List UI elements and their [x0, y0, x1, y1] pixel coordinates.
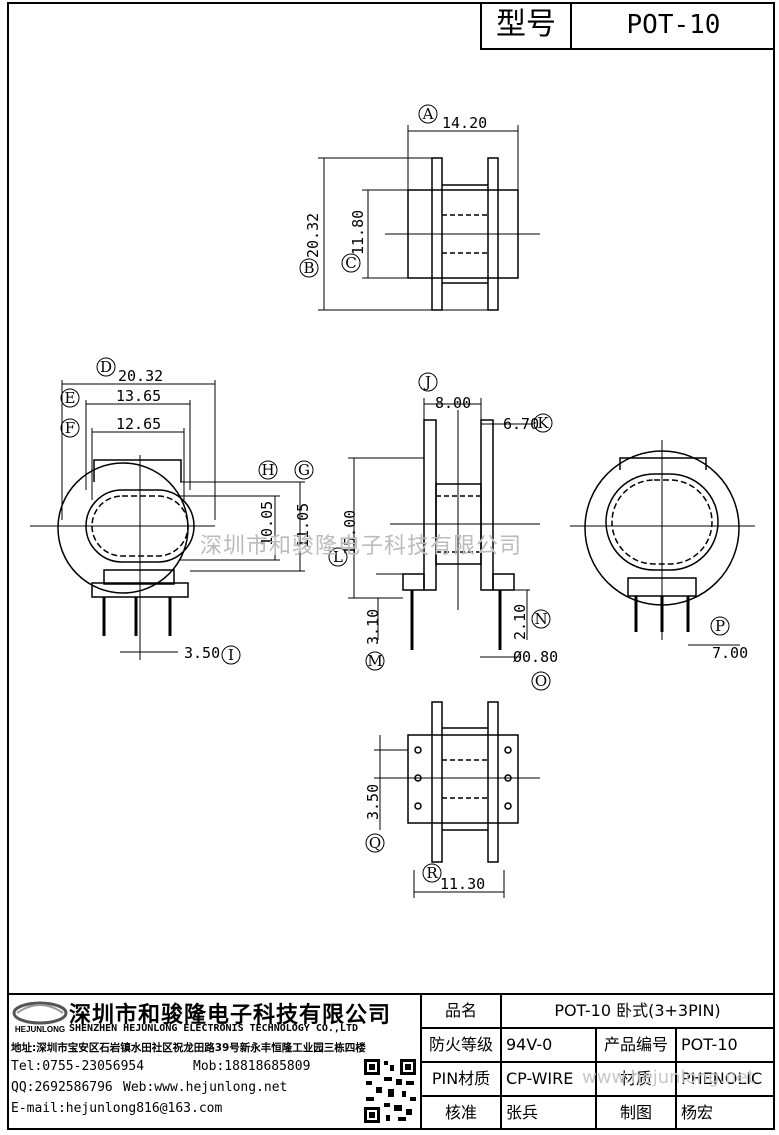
dim-L: 15.00 — [341, 510, 359, 555]
technical-drawing: 14.20 20.32 11.80 20.32 13.65 12.65 11.0… — [30, 104, 755, 898]
company-info: HEJUNLONG 深圳市和骏隆电子科技有限公司 SHENZHEN HEJUNL… — [7, 995, 422, 1130]
label-Q: Q — [369, 834, 381, 852]
dim-C: 11.80 — [349, 210, 367, 255]
watermark: 深圳市和骏隆电子科技有限公司 — [200, 534, 523, 559]
label-F: F — [65, 419, 75, 437]
label-R: R — [426, 864, 438, 882]
dim-F: 12.65 — [116, 415, 161, 433]
model-box: 型号 POT-10 — [480, 2, 775, 50]
logo-text: HEJUNLONG — [15, 1025, 65, 1034]
label-C: C — [345, 254, 356, 272]
company-mobile: Mob:18818685809 — [193, 1059, 311, 1074]
side-view — [348, 398, 540, 658]
dim-D: 20.32 — [118, 367, 163, 385]
fire-rating-value: 94V-0 — [502, 1029, 597, 1063]
dim-J: 8.00 — [435, 394, 471, 412]
dim-E: 13.65 — [116, 387, 161, 405]
label-G: G — [298, 461, 310, 479]
model-label: 型号 — [482, 2, 572, 48]
product-name-label: 品名 — [422, 995, 502, 1029]
approve-value: 张兵 — [502, 1097, 597, 1130]
drawing-frame — [7, 2, 775, 1130]
label-H: H — [261, 461, 274, 479]
company-address: 地址:深圳市宝安区石岩镇水田社区祝龙田路39号新永丰恒隆工业园三栋四楼 — [11, 1042, 366, 1054]
dim-N: 2.10 — [511, 604, 529, 640]
dim-O: Ø0.80 — [513, 648, 558, 666]
label-M: M — [367, 652, 382, 670]
spec-table: 品名 POT-10 卧式(3+3PIN) 防火等级 94V-0 产品编号 POT… — [422, 995, 773, 1130]
top-view — [318, 125, 540, 311]
label-J: J — [423, 373, 431, 391]
company-tel: Tel:0755-23056954 — [11, 1059, 145, 1074]
dim-M: 3.10 — [364, 609, 382, 645]
model-value: POT-10 — [626, 10, 721, 40]
label-O: O — [535, 672, 547, 690]
bottom-view — [374, 701, 540, 898]
product-code-value: POT-10 — [677, 1029, 773, 1063]
label-B: B — [303, 259, 314, 277]
dim-A: 14.20 — [442, 114, 487, 132]
company-name-en: SHENZHEN HEJUNLONG ELECTRONIS TECHNOLOGY… — [69, 1023, 358, 1034]
label-L: L — [333, 548, 343, 566]
material-value: PHENOLIC — [677, 1063, 773, 1097]
product-name-value: POT-10 卧式(3+3PIN) — [502, 995, 773, 1029]
label-D: D — [100, 358, 112, 376]
material-label: 材质 — [597, 1063, 677, 1097]
drawn-by-value: 杨宏 — [681, 1103, 714, 1122]
label-A: A — [422, 105, 434, 123]
drawn-by-label: 制图 — [597, 1097, 677, 1130]
company-qq: QQ:2692586796 — [11, 1080, 113, 1095]
label-I: I — [228, 646, 234, 664]
front-view-right — [570, 440, 755, 646]
site-watermark: www.hejunlong.net — [582, 1067, 755, 1088]
company-logo: HEJUNLONG — [12, 1001, 68, 1034]
fire-rating-label: 防火等级 — [422, 1029, 502, 1063]
label-K: K — [537, 414, 549, 432]
qr-code — [362, 1057, 418, 1125]
front-view-left — [30, 380, 305, 660]
dim-K: 6.70 — [503, 415, 539, 433]
label-E: E — [65, 389, 76, 407]
dim-Q: 3.50 — [364, 784, 382, 820]
dim-H: 10.05 — [258, 501, 276, 546]
pin-material-value: CP-WIRE — [502, 1063, 597, 1097]
company-email: E-mail:hejunlong816@163.com — [11, 1101, 223, 1116]
dim-G: 11.05 — [294, 503, 312, 548]
dim-P: 7.00 — [712, 644, 748, 662]
product-code-label: 产品编号 — [597, 1029, 677, 1063]
approve-label: 核准 — [422, 1097, 502, 1130]
pin-material-label: PIN材质 — [422, 1063, 502, 1097]
dim-I: 3.50 — [184, 644, 220, 662]
title-block: HEJUNLONG 深圳市和骏隆电子科技有限公司 SHENZHEN HEJUNL… — [7, 993, 775, 1130]
company-web: Web:www.hejunlong.net — [123, 1080, 288, 1095]
dim-B: 20.32 — [304, 213, 322, 258]
company-name-cn: 深圳市和骏隆电子科技有限公司 — [69, 1003, 392, 1028]
dim-R: 11.30 — [440, 875, 485, 893]
label-N: N — [534, 610, 547, 628]
label-P: P — [715, 617, 725, 635]
